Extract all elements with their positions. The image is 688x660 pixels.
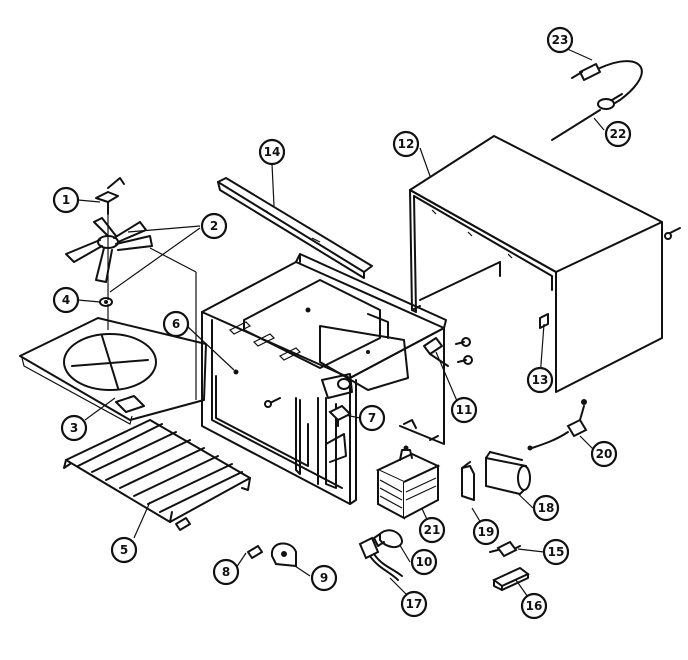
callout-3[interactable]: 3 [60, 414, 88, 442]
svg-text:3: 3 [70, 421, 78, 435]
svg-text:7: 7 [368, 411, 376, 425]
callout-21[interactable]: 21 [418, 516, 446, 544]
callout-17[interactable]: 17 [400, 590, 428, 618]
callout-11[interactable]: 11 [450, 396, 478, 424]
svg-text:22: 22 [610, 127, 627, 141]
part-thermal-cutout [328, 404, 352, 427]
part-latch-bracket [270, 542, 297, 568]
callout-18[interactable]: 18 [532, 494, 560, 522]
part-top-bracket [217, 177, 373, 279]
callout-bubbles: 1 2 3 4 5 6 7 8 9 10 11 12 13 14 15 16 1… [52, 26, 632, 620]
callout-23[interactable]: 23 [546, 26, 574, 54]
part-lamp [373, 529, 404, 548]
part-stirrer-wing-nut [95, 177, 125, 215]
svg-text:1: 1 [62, 193, 70, 207]
callout-12[interactable]: 12 [392, 130, 420, 158]
svg-text:12: 12 [398, 137, 415, 151]
callout-8[interactable]: 8 [212, 558, 240, 586]
svg-text:21: 21 [424, 523, 441, 537]
part-magnetron [375, 445, 441, 520]
svg-text:11: 11 [456, 403, 473, 417]
callout-13[interactable]: 13 [526, 366, 554, 394]
svg-text:15: 15 [548, 545, 565, 559]
part-screws-right [423, 337, 473, 367]
callout-2[interactable]: 2 [200, 212, 228, 240]
callout-10[interactable]: 10 [410, 548, 438, 576]
part-capacitor [485, 451, 531, 496]
part-oven-chassis [201, 253, 447, 505]
callout-20[interactable]: 20 [590, 440, 618, 468]
part-sensor-rod [551, 93, 623, 141]
svg-text:18: 18 [538, 501, 555, 515]
svg-text:9: 9 [320, 571, 328, 585]
svg-text:23: 23 [552, 33, 569, 47]
part-screw-8 [247, 545, 263, 559]
part-capacitor-clamp [461, 461, 475, 501]
svg-text:5: 5 [120, 543, 128, 557]
svg-text:6: 6 [172, 317, 180, 331]
svg-text:16: 16 [526, 599, 543, 613]
part-diode [527, 399, 588, 451]
svg-text:10: 10 [416, 555, 433, 569]
callout-14[interactable]: 14 [258, 138, 286, 166]
part-lamp-socket [358, 536, 403, 581]
callout-4[interactable]: 4 [52, 286, 80, 314]
part-stirrer-cover [19, 214, 207, 425]
callout-9[interactable]: 9 [310, 564, 338, 592]
callout-15[interactable]: 15 [542, 538, 570, 566]
callout-6[interactable]: 6 [162, 310, 190, 338]
part-washer [99, 297, 113, 307]
callout-7[interactable]: 7 [358, 404, 386, 432]
callout-5[interactable]: 5 [110, 536, 138, 564]
part-fuse-holder [492, 566, 530, 591]
callout-1[interactable]: 1 [52, 186, 80, 214]
svg-text:2: 2 [210, 219, 218, 233]
callout-16[interactable]: 16 [520, 592, 548, 620]
svg-text:19: 19 [478, 525, 495, 539]
svg-text:13: 13 [532, 373, 549, 387]
part-fuse [489, 540, 521, 558]
callout-22[interactable]: 22 [604, 120, 632, 148]
callout-19[interactable]: 19 [472, 518, 500, 546]
part-outer-cabinet [409, 135, 681, 393]
part-oven-rack [63, 419, 251, 531]
svg-text:14: 14 [264, 145, 281, 159]
part-fan-blade [65, 217, 153, 283]
svg-text:8: 8 [222, 565, 230, 579]
svg-text:20: 20 [596, 447, 613, 461]
svg-text:4: 4 [62, 293, 70, 307]
svg-text:17: 17 [406, 597, 423, 611]
leader-lines [77, 42, 605, 601]
